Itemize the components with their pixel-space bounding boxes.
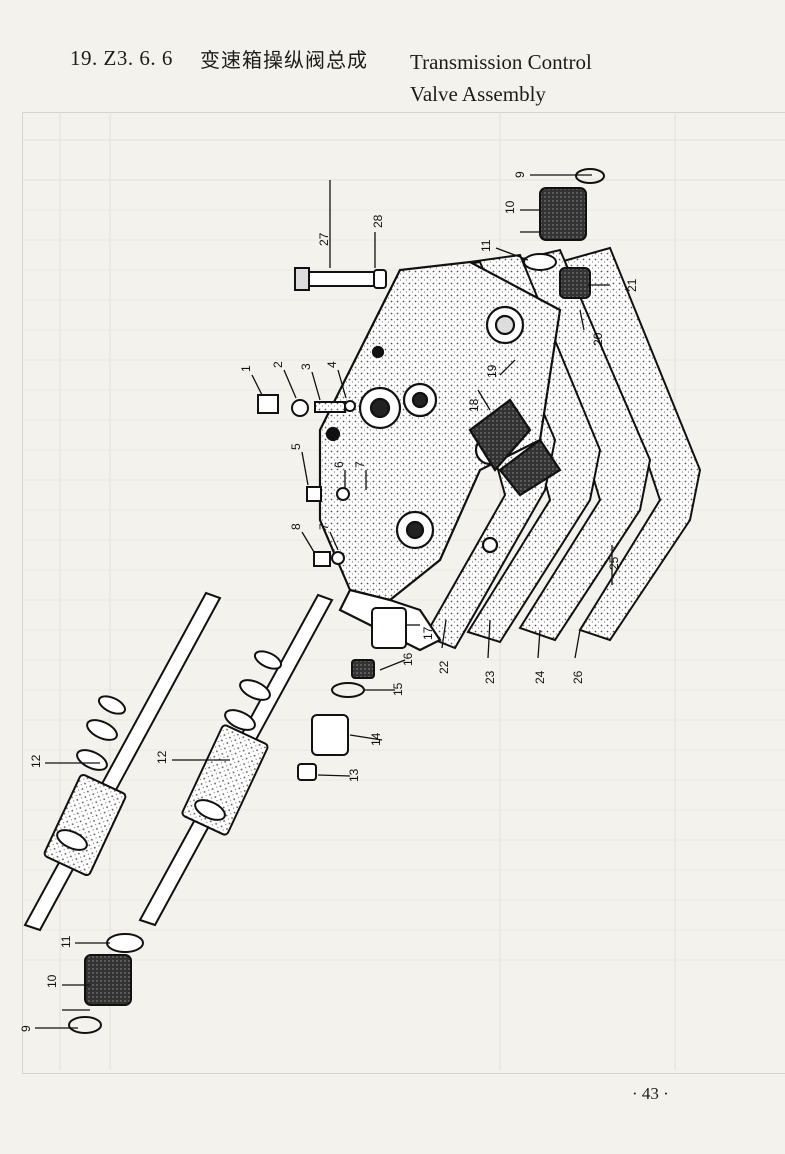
callout-7b: 7 bbox=[317, 523, 331, 530]
callout-22: 22 bbox=[437, 660, 451, 674]
callout-28: 28 bbox=[371, 214, 385, 228]
title-english-line1: Transmission Control bbox=[410, 50, 592, 74]
callout-27: 27 bbox=[317, 232, 331, 246]
spool-12-right bbox=[138, 593, 334, 927]
callout-7a: 7 bbox=[353, 461, 367, 468]
title-english-line2: Valve Assembly bbox=[410, 82, 546, 106]
callout-11-bottom: 11 bbox=[59, 935, 73, 948]
callout-12-right: 12 bbox=[155, 750, 169, 764]
callout-10-top: 10 bbox=[503, 200, 517, 214]
callout-4: 4 bbox=[325, 361, 339, 368]
callout-16: 16 bbox=[401, 652, 415, 666]
callout-25: 25 bbox=[607, 556, 621, 570]
callout-26: 26 bbox=[571, 670, 585, 684]
callout-6: 6 bbox=[332, 461, 346, 468]
callout-9-top: 9 bbox=[513, 171, 527, 178]
callout-24: 24 bbox=[533, 670, 547, 684]
callout-15: 15 bbox=[391, 682, 405, 696]
page-number: · 43 · bbox=[632, 1084, 669, 1103]
callout-12-left: 12 bbox=[29, 754, 43, 768]
callout-2: 2 bbox=[271, 361, 285, 368]
callout-17: 17 bbox=[421, 626, 435, 640]
callout-20: 20 bbox=[591, 332, 605, 346]
callout-5: 5 bbox=[289, 443, 303, 450]
title-chinese: 变速箱操纵阀总成 bbox=[200, 48, 368, 72]
callout-14: 14 bbox=[369, 732, 383, 746]
callout-13: 13 bbox=[347, 768, 361, 782]
spool-12-left bbox=[23, 591, 222, 932]
callout-10-bottom: 10 bbox=[45, 974, 59, 988]
callout-19: 19 bbox=[485, 364, 499, 378]
callout-11-top: 11 bbox=[479, 239, 493, 252]
plug-10-bottom bbox=[68, 933, 144, 1034]
callout-21: 21 bbox=[625, 278, 639, 292]
callout-9-bottom: 9 bbox=[19, 1025, 33, 1032]
spring-27-bolt bbox=[294, 267, 387, 291]
callout-1: 1 bbox=[239, 365, 253, 372]
callout-3: 3 bbox=[299, 363, 313, 370]
callout-23: 23 bbox=[483, 670, 497, 684]
callout-8: 8 bbox=[289, 523, 303, 530]
valve-body bbox=[318, 260, 562, 652]
leader-lines bbox=[35, 174, 613, 1029]
bottom-small-parts bbox=[257, 394, 407, 781]
callout-18: 18 bbox=[467, 398, 481, 412]
plug-10-top bbox=[523, 168, 605, 299]
page-frame bbox=[22, 112, 785, 1074]
section-number: 19. Z3. 6. 6 bbox=[70, 46, 173, 70]
